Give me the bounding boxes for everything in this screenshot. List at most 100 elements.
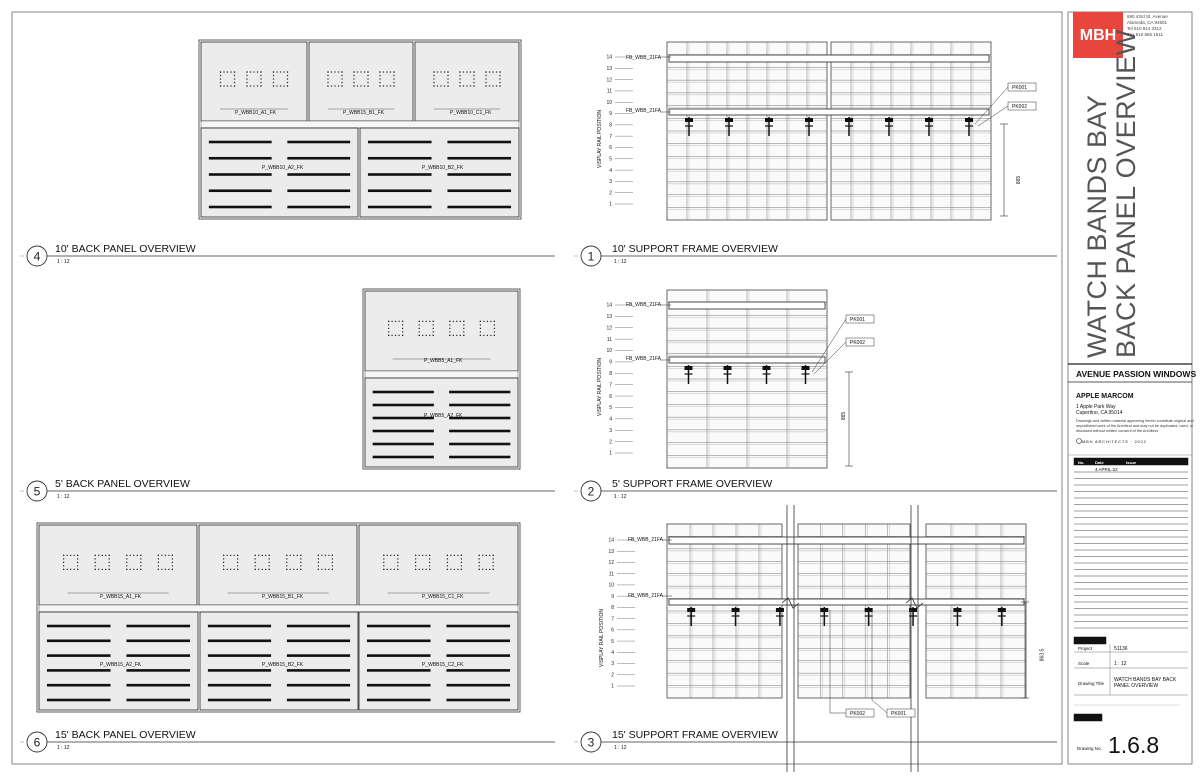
mount-hole [449,331,451,333]
mount-hole [473,74,475,77]
view-scale-3: 1 : 12 [614,745,627,751]
mount-hole [363,85,366,87]
hanging-bar [286,669,351,672]
mount-hole [129,568,131,570]
mount-hole [436,71,439,73]
mount-hole [254,558,256,560]
mount-hole [449,327,451,329]
hanging-bar [366,698,431,702]
mount-hole [432,324,434,326]
mount-hole [133,554,135,556]
mount-hole [415,561,417,563]
mount-hole [492,85,494,87]
hanging-bar [446,698,511,702]
mount-hole [328,554,330,556]
mount-hole [485,71,487,73]
sheet-border [11,11,1063,765]
mount-hole [492,565,494,567]
mount-hole [493,324,495,326]
rail-number: 7 [609,382,612,388]
mount-hole [382,71,385,73]
rail-number: 7 [609,134,612,140]
rail-axis-label: VISPLAY RAIL POSITION [597,358,603,416]
mount-hole [126,554,128,556]
mount-hole [233,81,236,84]
mount-hole [77,558,79,560]
mount-hole [453,568,455,570]
mount-hole [473,71,475,73]
mount-hole [459,85,461,87]
mount-hole [140,565,142,567]
rail-number: 9 [609,111,612,117]
mount-hole [73,568,75,570]
hanging-bar [449,390,511,394]
dimension-value: 865 [1016,175,1023,185]
mount-hole [353,81,355,84]
hanging-bar [286,654,351,657]
mount-hole [499,78,501,80]
rail-number: 4 [609,417,612,423]
rail-tag-top: FB_WBB_21FA [626,302,662,308]
mount-hole [456,334,458,336]
rail-number: 5 [609,405,612,411]
mount-hole [140,554,142,556]
drawing-title-label: Drawing Title [1078,681,1105,686]
mount-hole [70,554,72,556]
mount-hole [429,561,431,563]
mount-hole [286,568,288,570]
mount-hole [479,327,481,329]
mount-hole [391,320,393,322]
mount-hole [341,81,343,84]
mount-hole [219,71,222,73]
rail-number: 1 [609,202,612,208]
mount-hole [485,74,487,77]
mount-hole [254,561,256,563]
mount-hole [479,331,481,333]
mount-hole [237,554,239,556]
panel-rail-strip [200,120,520,129]
mount-hole [171,558,173,560]
mount-hole [462,85,465,87]
mount-hole [223,71,225,73]
mount-hole [63,565,65,567]
mount-hole [230,85,232,87]
mount-hole [391,334,393,336]
mount-hole [433,81,435,84]
mount-hole [331,561,333,563]
mount-hole [256,71,259,73]
back-panel-top [200,41,308,122]
mount-hole [268,554,270,556]
mount-hole [327,74,329,77]
mount-hole [485,78,487,80]
mount-hole [157,565,159,567]
mount-hole [473,81,475,84]
title-block-bar [1073,636,1107,645]
mount-hole [478,554,480,556]
mount-hole [353,74,355,77]
mount-hole [393,568,395,570]
mount-hole [223,561,225,563]
hanging-bar [208,189,272,193]
rail-number: 5 [609,156,612,162]
rail-number: 14 [606,303,612,309]
mount-hole [483,334,485,336]
mount-hole [489,554,491,556]
mount-hole [429,554,431,556]
mount-hole [450,568,452,570]
mount-hole [447,81,449,84]
mount-hole [433,71,435,73]
hanging-bar [446,669,511,672]
hanging-bar [447,140,512,144]
mount-hole [254,554,256,556]
back-panel-top [414,41,520,122]
revision-header-no: No. [1078,460,1085,465]
panel-rail-strip [364,370,519,379]
mount-hole [77,568,79,570]
mount-hole [418,554,420,556]
rail-number: 13 [606,314,612,320]
mount-hole [418,331,420,333]
mount-hole [77,565,79,567]
mount-hole [249,85,252,87]
mount-hole [388,327,390,329]
mount-hole [418,327,420,329]
